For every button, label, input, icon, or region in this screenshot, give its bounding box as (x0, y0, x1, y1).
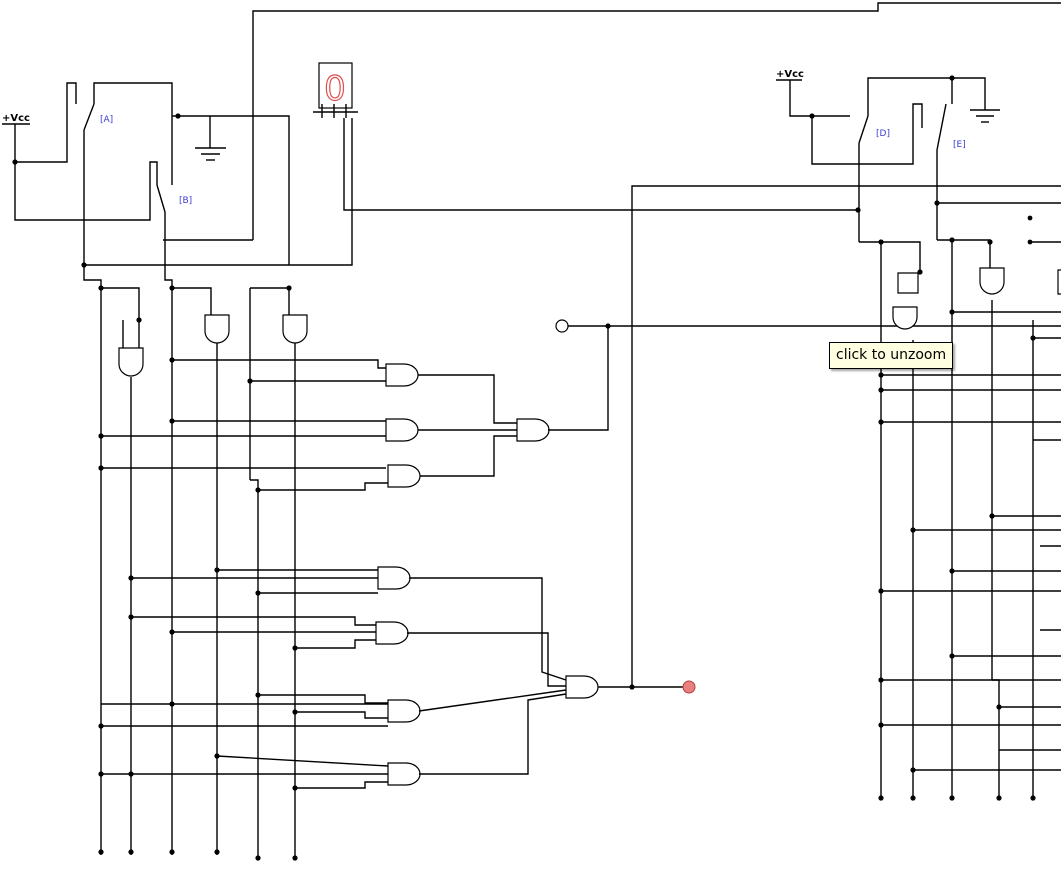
svg-text:+Vcc: +Vcc (2, 113, 30, 124)
and-gate-icon (118, 314, 308, 377)
and-gate-icon (892, 267, 1061, 330)
switch-b[interactable]: [B] (156, 116, 192, 240)
right-horizontal-wires (878, 309, 1061, 801)
seven-segment-display-icon: 0 (84, 62, 858, 266)
vcc-source-right: +Vcc (776, 69, 923, 165)
switch-d-label: [D] (876, 129, 890, 139)
top-bus-wire (163, 2, 1061, 241)
switch-e[interactable]: [E] (936, 103, 966, 240)
switch-b-label: [B] (179, 196, 192, 206)
ground-left (172, 113, 290, 265)
switch-a-label: [A] (100, 115, 113, 125)
input-probe-icon[interactable] (555, 319, 1061, 333)
ground-right (949, 75, 1000, 123)
left-input-buses (81, 240, 296, 860)
unzoom-tooltip[interactable]: click to unzoom (829, 342, 954, 369)
vcc-source-left: +Vcc (2, 82, 158, 221)
switch-d[interactable]: [D] (858, 77, 953, 242)
output-probe-icon[interactable] (631, 185, 1061, 694)
right-input-buses (855, 200, 1061, 798)
switch-e-label: [E] (953, 140, 966, 150)
svg-text:0: 0 (324, 69, 346, 109)
svg-text:+Vcc: +Vcc (776, 69, 804, 80)
bus-terminals-left (98, 849, 298, 861)
switch-a[interactable]: [A] (83, 82, 173, 265)
upper-gate-group (98, 326, 609, 493)
lower-gate-group (98, 566, 684, 791)
